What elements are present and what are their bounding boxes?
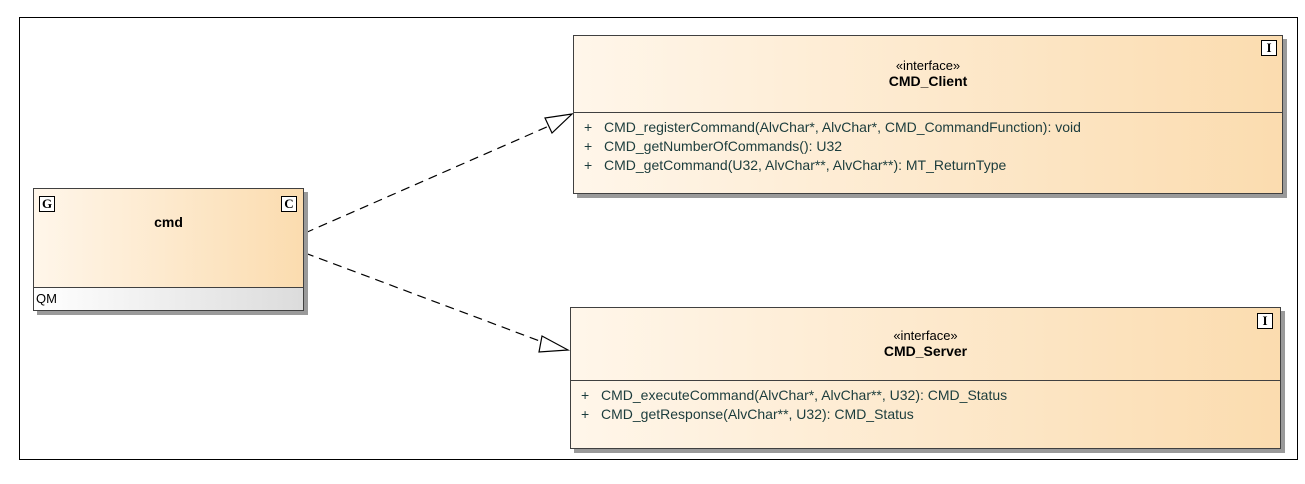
operation-signature: CMD_registerCommand(AlvChar*, AlvChar*, … (604, 119, 1081, 135)
operation-item[interactable]: + CMD_executeCommand(AlvChar*, AlvChar**,… (581, 386, 1274, 405)
operation-signature: CMD_getCommand(U32, AlvChar**, AlvChar**… (604, 157, 1007, 173)
visibility-marker: + (584, 119, 593, 135)
interface-cmd-server[interactable]: I «interface» CMD_Server + CMD_executeCom… (570, 307, 1281, 449)
component-footer: QM (34, 287, 303, 310)
component-cmd[interactable]: G C cmd QM (33, 188, 304, 311)
interface-name: CMD_Client (888, 73, 968, 89)
interface-header: «interface» CMD_Server (571, 328, 1280, 359)
class-badge-icon: C (281, 196, 297, 212)
generic-badge-icon: G (39, 196, 55, 212)
operation-item[interactable]: + CMD_getNumberOfCommands(): U32 (584, 137, 1276, 156)
operation-item[interactable]: + CMD_getCommand(U32, AlvChar**, AlvChar*… (584, 156, 1276, 175)
operations-list: + CMD_registerCommand(AlvChar*, AlvChar*,… (584, 118, 1276, 175)
operation-signature: CMD_getResponse(AlvChar**, U32): CMD_Sta… (601, 406, 914, 422)
interface-cmd-client[interactable]: I «interface» CMD_Client + CMD_registerCo… (573, 35, 1283, 194)
compartment-divider (574, 112, 1282, 113)
stereotype-label: «interface» (893, 328, 958, 343)
interface-header: «interface» CMD_Client (574, 58, 1282, 89)
compartment-divider (571, 380, 1280, 381)
visibility-marker: + (584, 157, 593, 173)
operation-item[interactable]: + CMD_registerCommand(AlvChar*, AlvChar*,… (584, 118, 1276, 137)
visibility-marker: + (581, 406, 590, 422)
operation-item[interactable]: + CMD_getResponse(AlvChar**, U32): CMD_St… (581, 405, 1274, 424)
operation-signature: CMD_getNumberOfCommands(): U32 (604, 138, 843, 154)
interface-name: CMD_Server (883, 343, 968, 359)
operations-list: + CMD_executeCommand(AlvChar*, AlvChar**,… (581, 386, 1274, 424)
visibility-marker: + (584, 138, 593, 154)
visibility-marker: + (581, 387, 590, 403)
interface-badge-icon: I (1261, 40, 1277, 56)
operation-signature: CMD_executeCommand(AlvChar*, AlvChar**, … (601, 387, 1008, 403)
interface-badge-icon: I (1257, 313, 1273, 329)
component-name: cmd (154, 214, 183, 230)
stereotype-label: «interface» (895, 58, 961, 73)
